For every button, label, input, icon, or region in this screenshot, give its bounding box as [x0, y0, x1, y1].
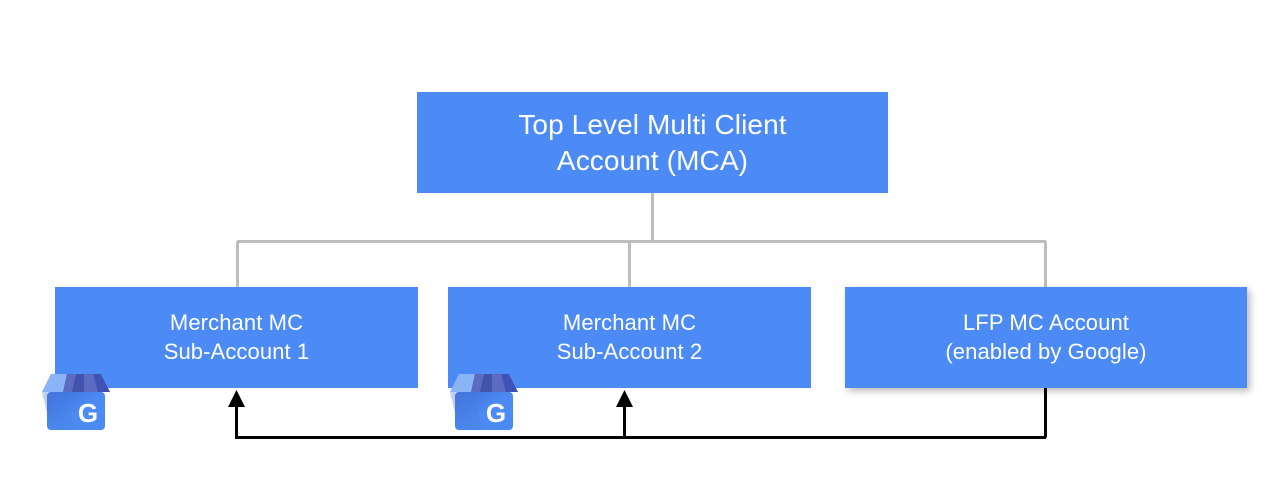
svg-text:G: G	[486, 398, 506, 428]
node-lfp-mc-account[interactable]: LFP MC Account (enabled by Google)	[845, 287, 1247, 388]
node-top-level-mca-label: Top Level Multi Client Account (MCA)	[518, 108, 787, 176]
arrowhead-sub1	[228, 390, 245, 407]
arrowhead-sub2	[616, 390, 633, 407]
node-merchant-sub-account-2-label: Merchant MC Sub-Account 2	[556, 310, 703, 364]
node-lfp-mc-account-label: LFP MC Account (enabled by Google)	[945, 310, 1147, 364]
node-top-level-mca[interactable]: Top Level Multi Client Account (MCA)	[417, 92, 888, 193]
node-merchant-sub-account-1[interactable]: Merchant MC Sub-Account 1	[55, 287, 418, 388]
google-business-profile-icon: G	[450, 374, 518, 430]
node-merchant-sub-account-1-label: Merchant MC Sub-Account 1	[163, 310, 310, 364]
svg-text:G: G	[78, 398, 98, 428]
node-merchant-sub-account-2[interactable]: Merchant MC Sub-Account 2	[448, 287, 811, 388]
google-business-profile-icon: G	[42, 374, 110, 430]
